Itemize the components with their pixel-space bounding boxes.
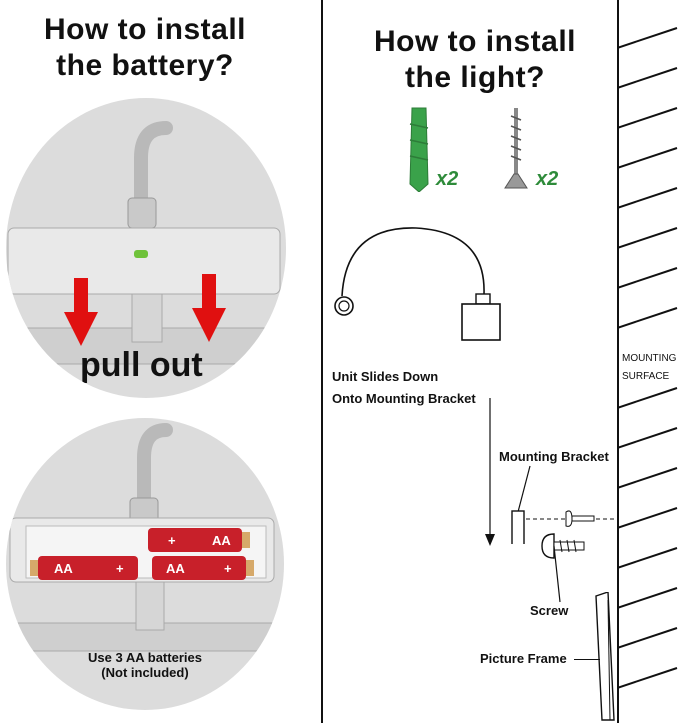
battery-label-5: AA [166,561,185,576]
surface-label: MOUNTING SURFACE [622,350,676,386]
battery-caption-line1: Use 3 AA batteries [88,650,202,665]
screw-pointer [553,545,561,603]
screw-icon [504,108,528,189]
battery-label-2: AA [212,533,231,548]
light-title: How to install the light? [330,24,620,96]
pull-arrow-left [64,278,98,346]
battery-caption-line2: (Not included) [101,665,189,680]
wall-line [617,0,619,723]
pull-arrow-right [192,274,226,342]
screw-diagram-icon [541,533,585,559]
battery-label-1: + [168,533,176,548]
battery-photo: + AA AA + AA + Use 3 AA batteries (Not i… [6,418,284,710]
bracket-assembly [511,465,614,544]
battery-title: How to install the battery? [0,12,290,84]
right-panel-left-border [321,0,323,723]
picture-frame-label: Picture Frame [480,651,567,666]
battery-label-4: + [116,561,124,576]
battery-title-line2: the battery? [56,49,234,82]
battery-top-right [148,528,242,552]
surface-label-line2: SURFACE [622,371,670,382]
anchor-quantity: x2 [436,168,459,190]
battery-bottom-left [38,556,138,580]
mounting-bracket-label: Mounting Bracket [499,449,609,464]
light-title-line1: How to install [374,25,576,58]
screw-label: Screw [530,603,569,618]
battery-bottom-right [152,556,246,580]
battery-label-3: AA [54,561,73,576]
battery-title-line1: How to install [44,13,246,46]
light-title-line2: the light? [405,61,545,94]
surface-label-line1: MOUNTING [622,353,677,364]
screw-quantity: x2 [536,168,559,190]
light-sketch [334,227,501,341]
pull-out-photo: pull out [6,98,286,398]
lamp-illustration-top [6,121,286,365]
slide-instruction-line2: Onto Mounting Bracket [332,391,476,406]
wall-hatching [617,27,678,689]
picture-frame-sketch [595,592,615,721]
lamp-illustration-bottom [6,423,284,652]
battery-caption: Use 3 AA batteries (Not included) [6,650,284,680]
slide-instruction: Unit Slides Down Onto Mounting Bracket [332,366,476,410]
slide-instruction-line1: Unit Slides Down [332,369,439,384]
battery-label-6: + [224,561,232,576]
pull-out-label: pull out [80,346,203,384]
picture-frame-pointer [574,659,600,660]
slide-down-arrow [485,398,495,546]
wall-anchor-icon [409,107,429,192]
